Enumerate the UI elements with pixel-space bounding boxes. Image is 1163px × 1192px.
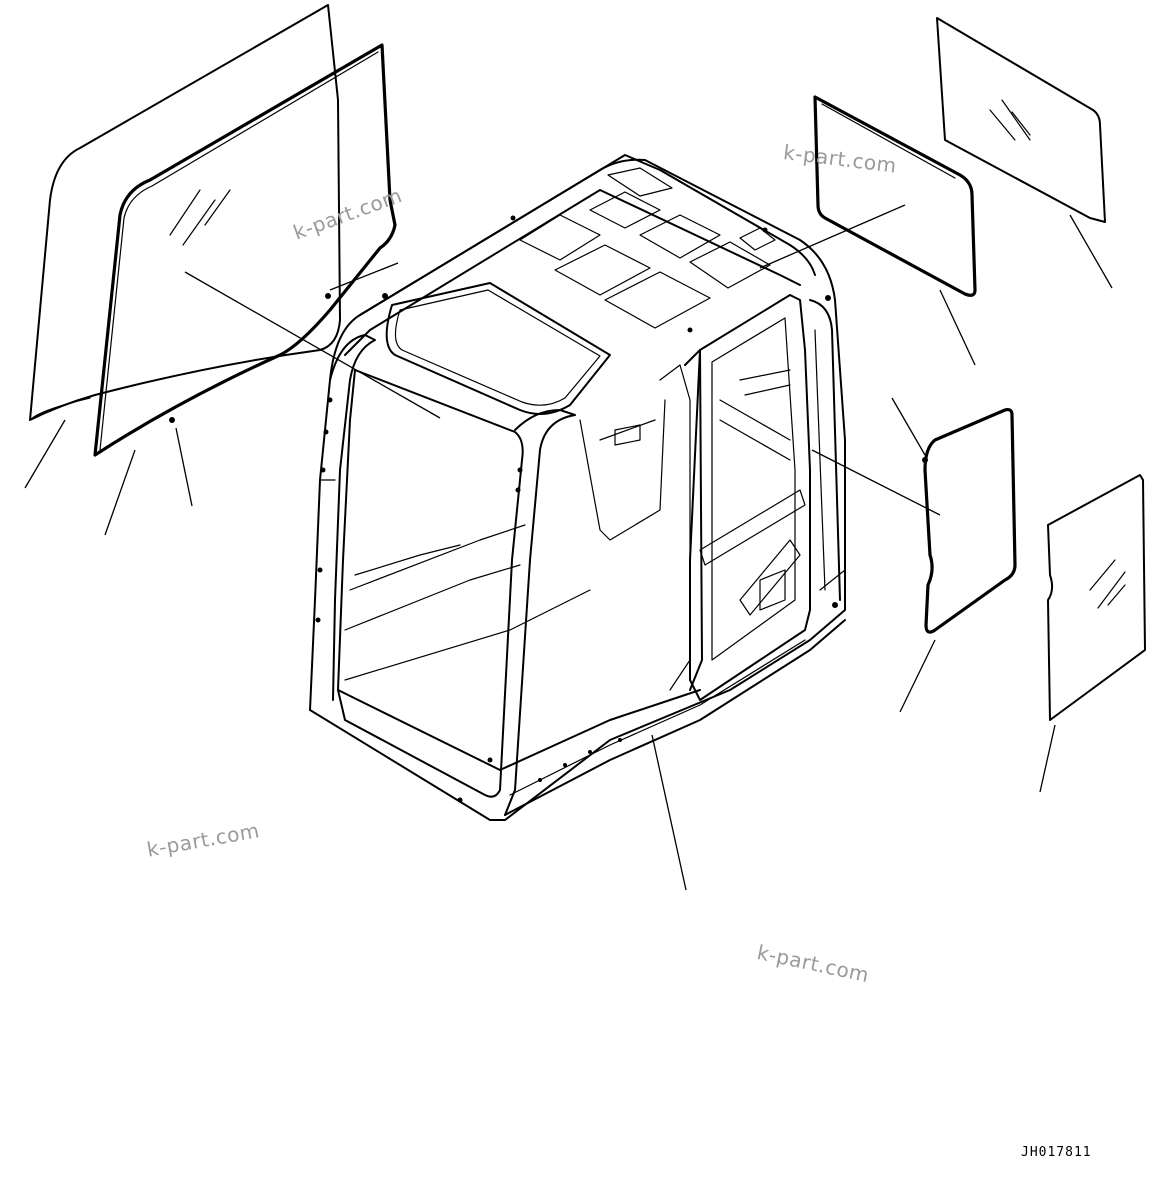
leader-lines-right [811,397,941,713]
leader-line [1069,214,1113,289]
front-glass-outer [29,4,341,421]
leader-lines-left [24,262,441,536]
rear-glass-outer [936,17,1106,223]
clip-dot [169,417,175,423]
door-glass-inner [923,407,1017,634]
drawing-number: JH017811 [1021,1145,1092,1160]
frame-fasteners [315,215,838,803]
leader-lines-frame [651,204,906,891]
door-glass-outer [1047,474,1146,721]
leader-line [939,289,976,366]
front-glass-inner [93,43,397,457]
leader-line [1039,724,1056,793]
clip-dot [325,293,331,299]
cab-frame [309,154,846,821]
rear-glass-inner [813,95,977,297]
clip-dot [922,457,928,463]
